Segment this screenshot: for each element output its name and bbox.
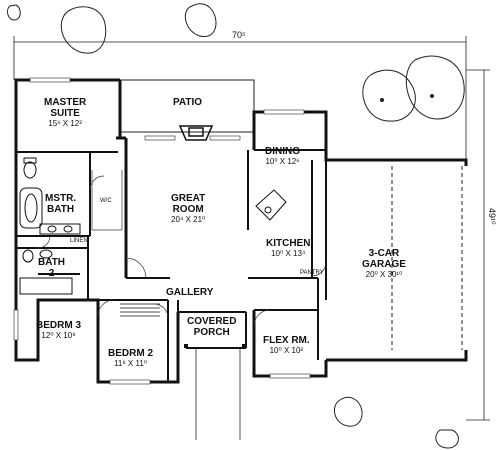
master-suite-size: 15⁶ X 12² bbox=[48, 119, 82, 128]
patio-name: PATIO bbox=[173, 97, 203, 108]
garage-size: 20⁰ X 30¹⁰ bbox=[365, 270, 403, 279]
windows bbox=[13, 77, 311, 385]
bedrm3-size: 12⁰ X 10⁸ bbox=[41, 331, 76, 340]
interior-walls bbox=[16, 149, 327, 382]
covered-porch-name-2: PORCH bbox=[193, 327, 230, 338]
overall-depth-label: 49¹⁰ bbox=[487, 208, 497, 225]
dining-label: DINING 10⁰ X 12⁶ bbox=[265, 146, 300, 166]
garage-label: 3-CAR GARAGE 20⁰ X 30¹⁰ bbox=[362, 248, 406, 279]
flex-rm-name: FLEX RM. bbox=[263, 335, 310, 346]
covered-porch-label: COVERED PORCH bbox=[187, 316, 236, 338]
gallery-name: GALLERY bbox=[166, 287, 214, 298]
garage-name-1: 3-CAR bbox=[368, 248, 400, 259]
flex-rm-size: 10⁰ X 10² bbox=[269, 346, 304, 355]
great-room-name-1: GREAT bbox=[171, 193, 206, 204]
bathtub-icon bbox=[19, 187, 43, 229]
kitchen-label: KITCHEN 10⁰ X 13⁴ bbox=[266, 238, 310, 258]
bathtub-icon bbox=[19, 277, 73, 295]
great-room-size: 20⁴ X 21⁰ bbox=[171, 215, 206, 224]
overall-width-dimension bbox=[13, 36, 467, 160]
great-room-label: GREAT ROOM 20⁴ X 21⁰ bbox=[171, 193, 205, 224]
door-swings bbox=[37, 175, 327, 327]
tree-icon bbox=[362, 69, 416, 122]
master-suite-name-1: MASTER bbox=[44, 97, 87, 108]
flex-rm-label: FLEX RM. 10⁰ X 10² bbox=[263, 335, 310, 355]
dining-name: DINING bbox=[265, 146, 300, 157]
tree-icon bbox=[6, 4, 21, 21]
tree-icon bbox=[60, 6, 107, 54]
bedrm3-name: BEDRM 3 bbox=[36, 320, 82, 331]
tree-icon bbox=[184, 3, 217, 38]
dining-size: 10⁰ X 12⁶ bbox=[265, 157, 300, 166]
bath2-label: BATH 2 bbox=[38, 257, 65, 279]
tree-icon bbox=[333, 396, 363, 427]
garage-door bbox=[391, 166, 468, 350]
mstr-bath-label: MSTR. BATH bbox=[45, 193, 76, 215]
patio-label: PATIO bbox=[173, 97, 202, 108]
bath2-name-1: BATH bbox=[38, 257, 66, 268]
bedrm2-name: BEDRM 2 bbox=[108, 348, 154, 359]
sink-icon bbox=[39, 249, 53, 259]
covered-porch-name-1: COVERED bbox=[187, 316, 237, 327]
kitchen-name: KITCHEN bbox=[266, 238, 311, 249]
fireplace-icon bbox=[178, 125, 214, 141]
gallery-label: GALLERY bbox=[166, 287, 213, 298]
bedrm2-label: BEDRM 2 11⁸ X 11⁰ bbox=[108, 348, 153, 368]
pantry-label: PANTRY bbox=[300, 270, 324, 276]
bedrm2-size: 11⁸ X 11⁰ bbox=[114, 359, 147, 368]
mstr-bath-name-1: MSTR. bbox=[45, 193, 77, 204]
master-suite-label: MASTER SUITE 15⁶ X 12² bbox=[44, 97, 86, 128]
kitchen-island bbox=[255, 189, 287, 221]
wic-label: W/C bbox=[100, 198, 112, 204]
master-suite-name-2: SUITE bbox=[50, 108, 80, 119]
toilet-icon bbox=[23, 157, 37, 179]
kitchen-size: 10⁰ X 13⁴ bbox=[271, 249, 306, 258]
toilet-icon bbox=[22, 249, 34, 263]
stairs-icon bbox=[120, 303, 160, 317]
mstr-bath-name-2: BATH bbox=[47, 204, 75, 215]
bath2-name-2: 2 bbox=[48, 268, 55, 279]
tree-icon bbox=[435, 429, 459, 449]
overall-width-label: 70⁵ bbox=[232, 30, 246, 40]
great-room-name-2: ROOM bbox=[172, 204, 204, 215]
porch-posts bbox=[184, 344, 246, 348]
closet-shelving bbox=[91, 170, 123, 231]
overall-depth-dimension bbox=[466, 69, 490, 421]
walkway bbox=[195, 348, 241, 440]
tree-icon bbox=[405, 55, 465, 120]
bedrm3-label: BEDRM 3 12⁰ X 10⁸ bbox=[36, 320, 81, 340]
linen-label: LINEN bbox=[70, 238, 88, 244]
garage-name-2: GARAGE bbox=[362, 259, 406, 270]
sink-icon bbox=[39, 223, 81, 235]
